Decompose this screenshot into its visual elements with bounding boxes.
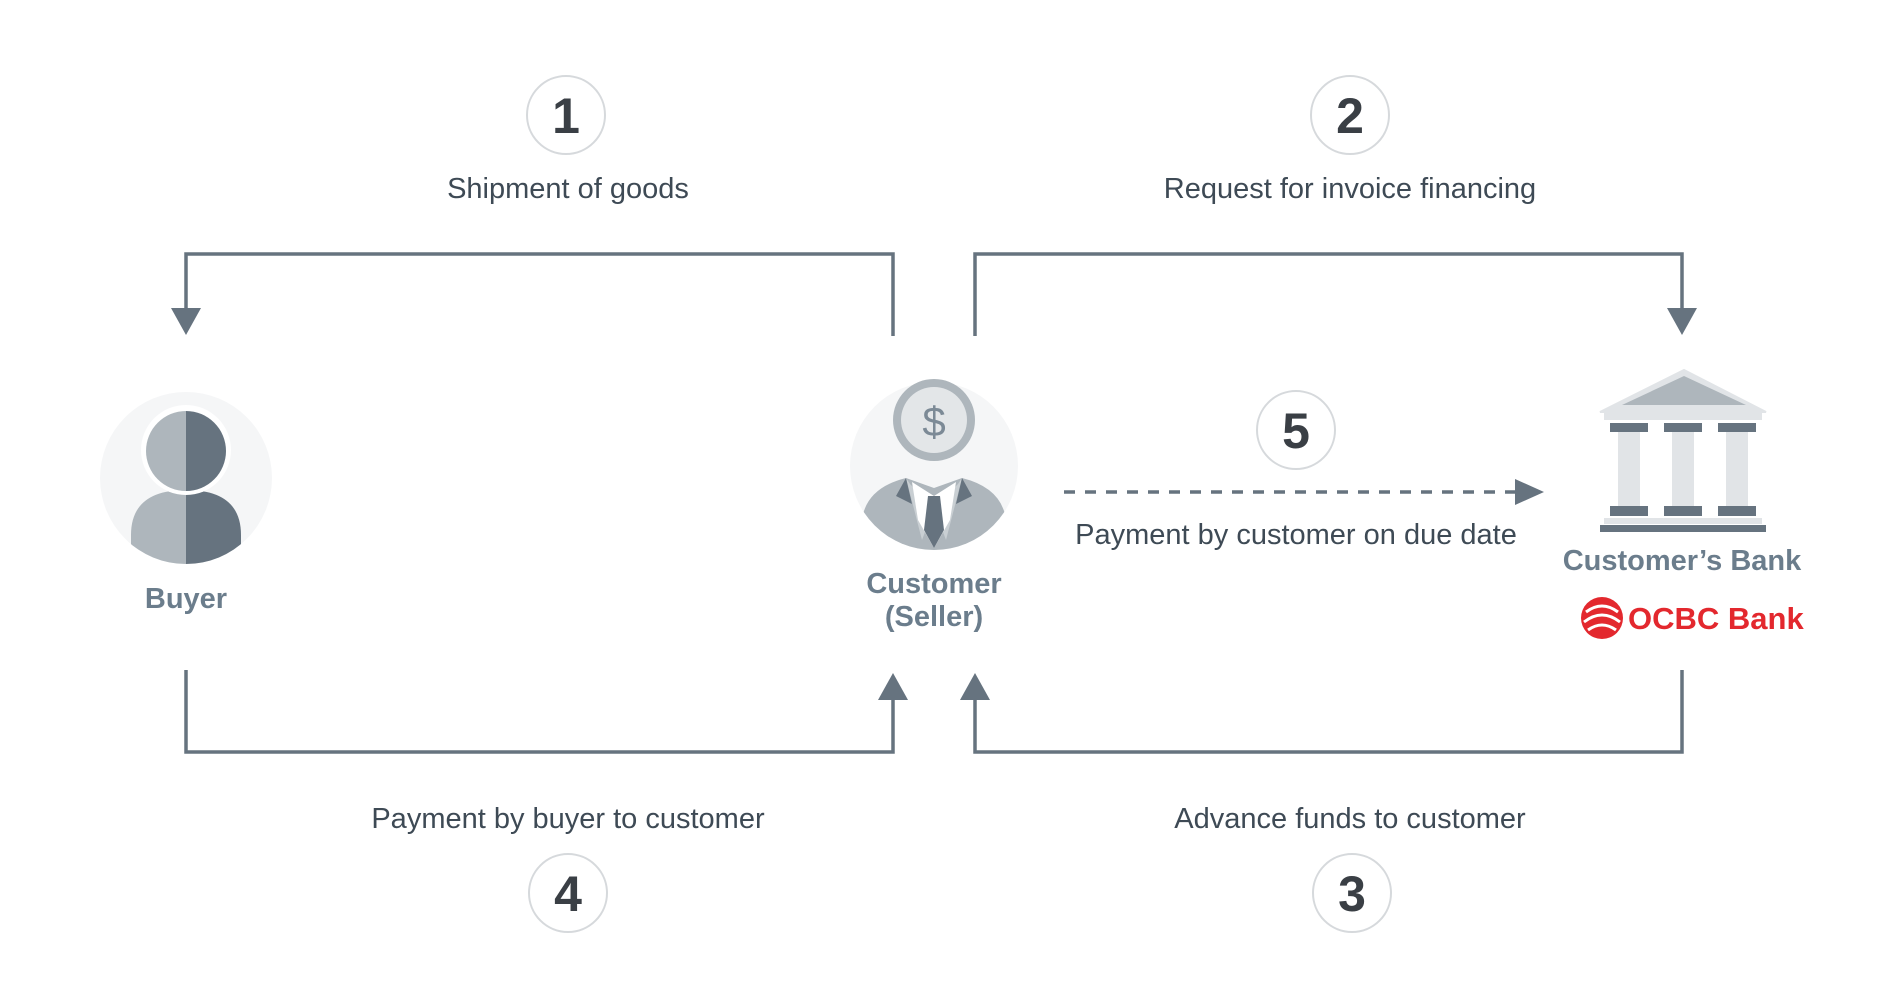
- buyer-node: Buyer: [100, 392, 272, 615]
- step-2-number: 2: [1336, 88, 1364, 144]
- arrow-shipment-of-goods: [171, 252, 895, 336]
- businessman-icon: $: [862, 379, 1006, 550]
- step-1-badge: 1: [526, 75, 606, 155]
- bank-building-icon: [1599, 368, 1767, 532]
- person-icon: [131, 405, 241, 564]
- buyer-label: Buyer: [145, 583, 227, 615]
- dollar-icon: $: [922, 398, 945, 445]
- customer-node: $ Customer (Seller): [850, 379, 1018, 633]
- step-3-label: Advance funds to customer: [1174, 803, 1526, 835]
- step-4-badge: 4: [528, 853, 608, 933]
- customer-sublabel: (Seller): [885, 601, 983, 633]
- bank-node: Customer’s Bank OCBC Bank: [1563, 368, 1804, 639]
- step-4-label: Payment by buyer to customer: [371, 803, 765, 835]
- step-2-badge: 2: [1310, 75, 1390, 155]
- step-1-number: 1: [552, 88, 580, 144]
- step-3-badge: 3: [1312, 853, 1392, 933]
- step-5-number: 5: [1282, 403, 1310, 459]
- ocbc-logo-text: OCBC Bank: [1628, 601, 1804, 636]
- step-4-number: 4: [554, 866, 582, 922]
- step-1-label: Shipment of goods: [447, 173, 689, 205]
- step-5-label: Payment by customer on due date: [1075, 519, 1517, 551]
- bank-label: Customer’s Bank: [1563, 545, 1802, 577]
- customer-label: Customer: [866, 568, 1001, 600]
- step-2-label: Request for invoice financing: [1164, 173, 1536, 205]
- step-3-number: 3: [1338, 866, 1366, 922]
- arrow-payment-by-buyer-to-customer: [184, 670, 908, 754]
- arrow-advance-funds-to-customer: [960, 670, 1684, 754]
- step-5-badge: 5: [1256, 390, 1336, 470]
- ocbc-logo: OCBC Bank: [1581, 597, 1804, 639]
- dashed-arrow-payment-on-due-date: [1064, 479, 1544, 505]
- arrow-request-for-invoice-financing: [973, 252, 1697, 336]
